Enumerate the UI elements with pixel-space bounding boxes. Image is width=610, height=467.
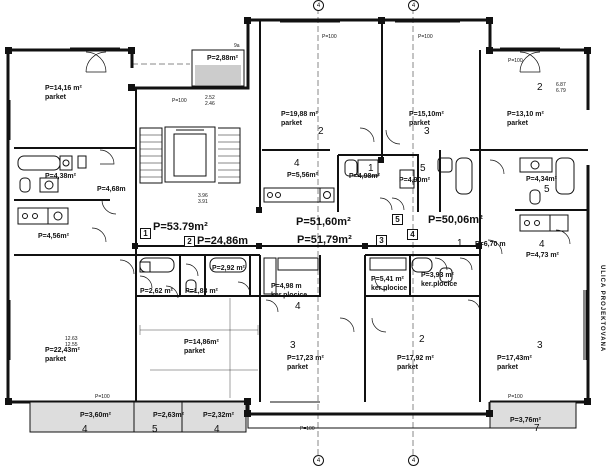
room-area: P=14,86m² [184,339,219,346]
grid-marker-bottom-left: 4 [313,455,324,466]
room-number: 4 [295,301,301,312]
room-area: P=4,90m² [399,177,430,184]
room-finish: parket [409,120,431,127]
room-area: P=2,92 m² [212,265,245,272]
room-number: 1 [368,163,374,174]
grid-marker-bottom-right: 4 [408,455,419,466]
balcony-number: 7 [534,423,540,434]
room-finish: parket [45,94,67,101]
parapet-label: P=100 [300,426,315,432]
room-area: P=4,38m² [45,173,76,180]
room-area: P=13,10 m² [507,111,544,118]
room-area: P=4,68m [97,186,126,193]
apartment-marker: 4 [407,229,418,240]
room-finish: ker.plocice [371,285,408,292]
room-area: P=4,56m² [38,233,69,240]
room-finish: parket [497,364,519,371]
room-level: 12.55 [65,342,78,348]
room-area: P=2,62 m² [140,288,173,295]
room-area: P=14,16 m² [45,85,82,92]
room-area: P=1,83 m² [185,288,218,295]
room-finish: parket [397,364,419,371]
apartment-entry-marker: 1 [457,238,463,249]
parapet-label: P=100 [418,34,433,40]
street-label: ULICA PROJEKTOVANA [599,265,605,353]
apartment-total-area: P=50,06m² [428,214,483,226]
room-number: 4 [294,158,300,169]
grid-marker-top-right: 4 [408,0,419,11]
parapet-label: P=100 [322,34,337,40]
room-finish: parket [184,348,206,355]
stair-level: 2.52 [205,95,215,101]
room-finish: ker.plocice [421,281,458,288]
room-area: P=3,93 m² [421,272,454,279]
room-number: 3 [424,126,430,137]
balcony-number: 5 [152,424,158,435]
balcony-top-tag: 9a [234,43,240,49]
room-number: 5 [420,163,426,174]
balcony-area: P=3,60m² [80,412,111,419]
balcony-area: P=3,76m² [510,417,541,424]
room-area: P=5,41 m² [371,276,404,283]
room-number: 5 [544,184,550,195]
room-number: 3 [537,340,543,351]
room-finish: parket [287,364,309,371]
apartment-total-area: P=53.79m² [153,221,208,233]
grid-marker-top-left: 4 [313,0,324,11]
room-level: 12.63 [65,336,78,342]
room-area: P=4,98m² [349,173,380,180]
balcony-area: P=2,63m² [153,412,184,419]
balcony-area: P=2,32m² [203,412,234,419]
room-level: 6.79 [556,88,566,94]
room-number: 2 [537,82,543,93]
room-number: 3 [290,340,296,351]
room-finish: parket [507,120,529,127]
parapet-label: P=100 [508,394,523,400]
room-area: P=4,73 m² [526,252,559,259]
hall-marker: 2 [184,236,195,247]
room-area: P=4,34m² [526,176,557,183]
hall-area: P=51,79m² [297,234,352,246]
apartment-marker: 5 [392,214,403,225]
hall-area: P=24,86m [197,235,249,247]
parapet-label: P=100 [508,58,523,64]
room-finish: ker.plocice [271,292,308,299]
room-area: P=5,56m² [287,172,318,179]
stair-level: 2.46 [205,101,215,107]
room-area: P=15,10m² [409,111,444,118]
balcony-number: 4 [82,424,88,435]
balcony-top-area: P=2,88m² [207,55,238,62]
hall-marker: 3 [376,235,387,246]
room-area: P=17,92 m² [397,355,434,362]
apartment-total-area: P=51,60m² [296,216,351,228]
balcony-number: 4 [214,424,220,435]
room-area: P=22,43m² [45,347,80,354]
lift-level: 3.91 [198,199,208,205]
room-number: 2 [318,126,324,137]
parapet-label: P=100 [95,394,110,400]
room-area: P=17,23 m² [287,355,324,362]
parapet-label: P=100 [172,98,187,104]
apartment-marker: 1 [140,228,151,239]
room-area: P=17,43m² [497,355,532,362]
lift-level: 3.96 [198,193,208,199]
room-level: 6.87 [556,82,566,88]
room-number: 2 [419,334,425,345]
room-finish: parket [45,356,67,363]
room-area: P=19,88 m² [281,111,318,118]
room-number: 4 [539,239,545,250]
room-finish: parket [281,120,303,127]
room-area: P=4,98 m [271,283,302,290]
room-area: P=6,70 m [475,241,506,248]
